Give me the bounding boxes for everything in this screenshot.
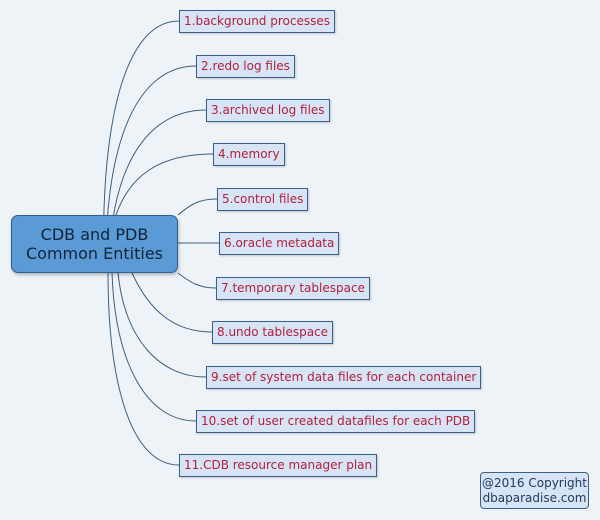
entity-node-temporary-tablespace: 7.temporary tablespace (216, 277, 370, 300)
central-topic-line-2: Common Entities (25, 244, 163, 263)
entity-node-control-files: 5.control files (217, 188, 309, 211)
central-topic: CDB and PDB Common Entities (11, 215, 178, 273)
entity-node-archived-log-files: 3.archived log files (206, 99, 330, 122)
entity-node-system-data-files: 9.set of system data files for each cont… (206, 366, 482, 389)
copyright-line-1: @2016 Copyright (482, 475, 587, 490)
connector-5 (177, 198, 218, 216)
entity-node-redo-log-files: 2.redo log files (196, 55, 295, 78)
connector-9 (117, 272, 207, 378)
entity-node-memory: 4.memory (213, 143, 285, 166)
copyright-line-2: dbaparadise.com (482, 490, 587, 505)
central-topic-line-1: CDB and PDB (40, 225, 149, 244)
entity-node-user-datafiles: 10.set of user created datafiles for eac… (196, 410, 476, 433)
entity-node-background-processes: 1.background processes (179, 10, 335, 33)
copyright-box: @2016 Copyright dbaparadise.com (480, 472, 589, 509)
connector-8 (131, 272, 213, 333)
connector-7 (177, 272, 217, 289)
connector-10 (111, 272, 197, 422)
entity-node-resource-manager-plan: 11.CDB resource manager plan (179, 454, 378, 477)
entity-node-undo-tablespace: 8.undo tablespace (212, 321, 334, 344)
entity-node-oracle-metadata: 6.oracle metadata (219, 232, 340, 255)
connector-11 (107, 272, 180, 466)
connector-4 (115, 153, 214, 216)
